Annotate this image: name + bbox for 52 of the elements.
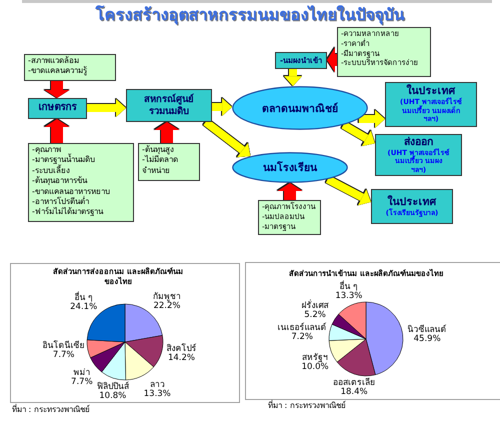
list-item: -สภาพแวดล้อม — [28, 56, 80, 66]
block-arrow — [212, 98, 232, 116]
list-item: -ขาดแคลนอาหารหยาบ — [32, 186, 111, 196]
data-label: สิงคโปร์ 14.2% — [166, 345, 196, 364]
list-item: -มาตรฐานน้ำนมดิบ — [32, 155, 96, 164]
process-box — [371, 189, 453, 224]
list-item: -ขาดแคลนความรู้ — [28, 66, 88, 77]
data-label: อื่น ๆ 13.3% — [335, 282, 362, 301]
list-item: -ระบบเลี้ยง — [32, 166, 71, 176]
list-item: -คุณภาพ — [32, 145, 61, 154]
data-label: ลาว 13.3% — [144, 381, 171, 400]
diagram-title: โครงสร้างอุตสาหกรรมนมของไทยในปัจจุบัน — [96, 4, 404, 26]
source-note: ที่มา : กระทรวงพาณิชย์ — [268, 401, 346, 411]
block-arrow — [341, 121, 378, 147]
note-box — [337, 27, 431, 77]
source-note: ที่มา : กระทรวงพาณิชย์ — [12, 405, 90, 415]
data-label: พม่า 7.7% — [71, 369, 93, 388]
block-arrow — [44, 81, 70, 98]
data-label: ฟิลิปปินส์ 10.8% — [96, 382, 129, 401]
list-item: -อาหารโปรตีนต่ำ — [32, 196, 90, 206]
data-label: ออสเตรเลีย 18.4% — [333, 378, 376, 397]
box-heading: ในประเทศ — [388, 196, 436, 208]
block-arrow — [358, 110, 385, 128]
list-item: -ฟาร์มไม่ได้มาตรฐาน — [32, 207, 104, 218]
data-label: ฝรั่งเศส 5.2% — [302, 302, 329, 320]
list-item: -ต้นทุนสูง — [142, 145, 175, 155]
ellipse-node: นมโรงเรียน — [232, 152, 348, 183]
note-box — [258, 200, 321, 235]
list-item: -ไม่มีตลาดจำหน่าย — [142, 155, 179, 176]
block-arrow — [326, 176, 373, 206]
block-arrow — [327, 48, 337, 72]
data-label: กัมพูชา 22.2% — [152, 292, 181, 311]
note-box — [24, 54, 116, 81]
block-arrow — [278, 183, 302, 200]
list-item: -ต้นทุนอาหารข้น — [32, 176, 88, 187]
block-arrow — [284, 69, 302, 86]
block-arrow — [154, 122, 180, 143]
process-box — [375, 134, 462, 176]
data-label: สหรัฐฯ 10.0% — [302, 354, 329, 372]
note-box — [28, 143, 134, 222]
process-box: เกษตรกร — [28, 98, 87, 119]
block-arrow — [87, 99, 126, 117]
block-arrow — [44, 119, 70, 143]
process-box — [385, 82, 477, 127]
data-label: นิวซีแลนด์ 45.9% — [408, 326, 447, 344]
data-label: อินโดนีเซีย 7.7% — [42, 342, 85, 360]
process-box: สหกรณ์ศูนย์รวมนมดิบ — [126, 89, 212, 122]
data-label: เนเธอร์แลนด์ 7.2% — [278, 324, 327, 342]
note-box — [138, 143, 200, 181]
box-heading: ส่งออก — [404, 136, 433, 148]
ellipse-node: ตลาดนมพาณิชย์ — [232, 86, 368, 130]
box-heading: ในประเทศ — [406, 85, 456, 98]
